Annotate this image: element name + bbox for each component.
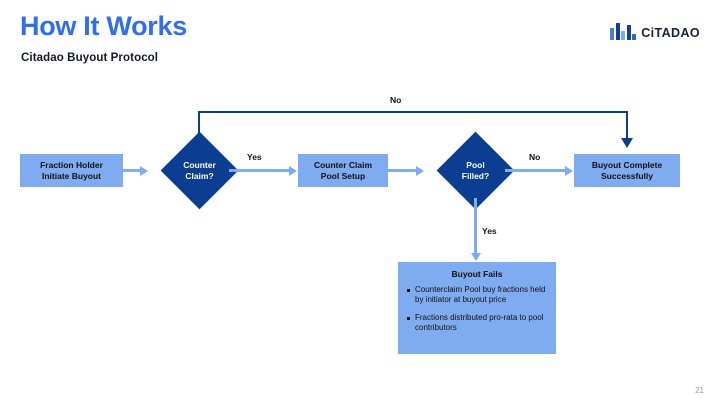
logo-wordmark: CiTADAO: [641, 25, 700, 40]
edge-poolsetup-poolfilled-line: [388, 169, 418, 172]
page-number: 21: [695, 386, 704, 395]
edge-counter-yes-arrowhead: [289, 165, 297, 176]
edge-counter-no-vertical-up: [198, 111, 200, 145]
page-title: How It Works: [20, 11, 187, 41]
node-counter-claim-pool-setup[interactable]: Counter Claim Pool Setup: [298, 154, 388, 187]
edge-counter-no-arrowhead: [621, 138, 633, 148]
logo-bar-3: [621, 31, 626, 40]
bullet-icon: [407, 289, 410, 292]
bullet-icon: [407, 316, 410, 320]
edge-start-counter-line: [123, 169, 141, 172]
node-label: Counter Claim Pool Setup: [314, 160, 372, 181]
buyout-fails-bullet-text: Fractions distributed pro-rata to pool c…: [415, 312, 544, 333]
node-label: Buyout Complete Successfully: [592, 160, 662, 181]
node-label-line2: Pool Setup: [320, 170, 366, 181]
edge-counter-no-horizontal: [198, 111, 628, 113]
logo-bar-1: [610, 28, 615, 40]
edge-counter-no-vertical-down: [626, 111, 628, 140]
node-label: Fraction Holder Initiate Buyout: [40, 160, 103, 181]
node-counter-claim-decision[interactable]: [160, 131, 239, 210]
edge-poolsetup-poolfilled-arrowhead: [416, 165, 424, 176]
edge-poolfilled-yes-arrowhead: [470, 253, 481, 261]
node-buyout-complete-successfully[interactable]: Buyout Complete Successfully: [574, 154, 680, 187]
citadao-building-bars-logo-icon: [610, 22, 637, 40]
node-fraction-holder-initiate-buyout[interactable]: Fraction Holder Initiate Buyout: [20, 154, 123, 187]
citadao-logo: CiTADAO: [610, 22, 700, 40]
edge-label-poolfilled-no: No: [529, 152, 541, 162]
buyout-fails-list-item: Counterclaim Pool buy fractions held by …: [407, 285, 547, 306]
buyout-fails-bullet-text: Counterclaim Pool buy fractions held by …: [415, 285, 546, 305]
edge-poolfilled-no-line: [505, 169, 567, 172]
edge-label-counter-no: No: [390, 95, 402, 105]
buyout-fails-title: Buyout Fails: [451, 269, 503, 279]
edge-start-counter-arrowhead: [140, 165, 148, 176]
node-label-line1: Counter Claim: [313, 159, 373, 170]
node-label-line1: Fraction Holder: [40, 159, 103, 170]
node-buyout-fails-panel[interactable]: Buyout Fails Counterclaim Pool buy fract…: [398, 262, 556, 354]
edge-counter-yes-line: [229, 169, 291, 172]
logo-bar-4: [626, 25, 631, 40]
logo-bar-2: [615, 23, 620, 40]
node-label-line2: Initiate Buyout: [41, 170, 102, 181]
node-label-line1: Buyout Complete: [591, 159, 663, 170]
node-label-line2: Successfully: [601, 170, 653, 181]
edge-label-poolfilled-yes: Yes: [482, 226, 497, 236]
page-subtitle: Citadao Buyout Protocol: [21, 52, 159, 64]
buyout-fails-list-item: Fractions distributed pro-rata to pool c…: [407, 313, 547, 334]
edge-poolfilled-no-arrowhead: [565, 165, 573, 176]
logo-bar-5: [632, 34, 637, 40]
edge-poolfilled-yes-line: [474, 198, 477, 254]
edge-label-counter-yes: Yes: [247, 152, 262, 162]
